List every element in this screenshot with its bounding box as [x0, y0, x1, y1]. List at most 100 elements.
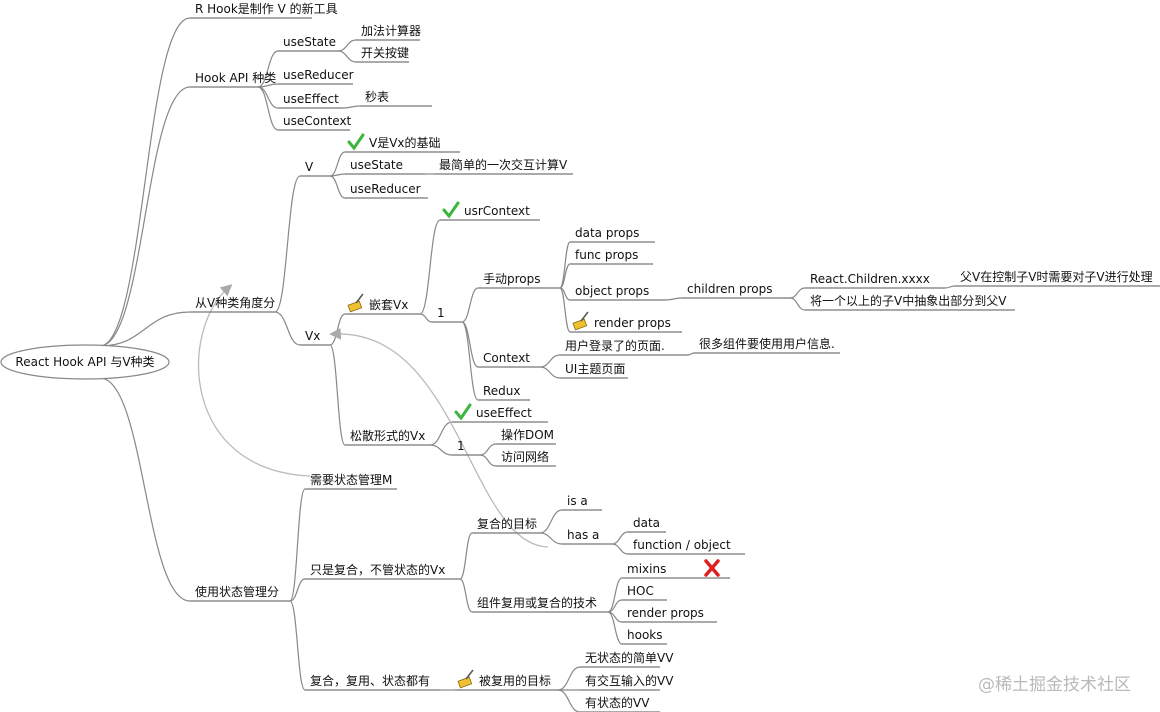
relationship-arrow-need-m: [197, 284, 311, 477]
node-hooks[interactable]: hooks: [622, 628, 667, 645]
node-interactive[interactable]: 有交互输入的VV: [580, 673, 674, 691]
connector: [274, 311, 301, 346]
node-n1[interactable]: R Hook是制作 V 的新工具: [190, 1, 338, 19]
node-vbase[interactable]: V是Vx的基础: [345, 133, 460, 153]
node-label: useState: [350, 158, 403, 172]
node-stateful[interactable]: 有状态的VV: [580, 695, 660, 712]
node-usr[interactable]: usrContext: [440, 201, 540, 221]
connector: [461, 321, 479, 401]
node-label: Hook API 种类: [195, 71, 276, 85]
connector: [257, 86, 279, 109]
node-vstate[interactable]: useState: [345, 158, 425, 175]
node-miaobiao[interactable]: 秒表: [360, 90, 432, 107]
node-label: 从V种类角度分: [195, 295, 275, 310]
node-label: usrContext: [464, 204, 530, 218]
node-label: 访问网络: [501, 449, 549, 464]
node-ueff2[interactable]: useEffect: [452, 403, 548, 423]
node-label: 有状态的VV: [585, 695, 650, 710]
node-many[interactable]: 很多组件要使用用户信息.: [694, 336, 840, 354]
node-label: 将一个以上的子V中抽象出部分到父V: [810, 293, 1007, 308]
root-node[interactable]: React Hook API 与V种类: [0, 344, 170, 380]
node-net[interactable]: 访问网络: [496, 449, 556, 467]
node-label: 无状态的简单VV: [585, 650, 674, 665]
brush-icon: [572, 311, 589, 331]
node-vx[interactable]: Vx: [300, 329, 330, 346]
node-funcprops[interactable]: func props: [570, 248, 653, 265]
node-one1[interactable]: 1: [432, 306, 462, 323]
node-stateless[interactable]: 无状态的简单VV: [580, 650, 674, 668]
node-v[interactable]: V: [300, 160, 330, 177]
connector: [274, 175, 301, 313]
node-all[interactable]: 复合，复用、状态都有: [305, 673, 440, 691]
node-childrenprops[interactable]: children props: [682, 282, 790, 299]
connector: [664, 297, 683, 301]
node-dataprops[interactable]: data props: [570, 226, 655, 243]
node-needm[interactable]: 需要状态管理M: [305, 472, 397, 490]
connector: [611, 531, 629, 545]
connector: [687, 352, 695, 356]
node-goal[interactable]: 复合的目标: [472, 516, 540, 534]
node-ureducer[interactable]: useReducer: [278, 68, 354, 85]
node-vreducer[interactable]: useReducer: [345, 182, 428, 199]
node-onlycomp[interactable]: 只是复合，不管状态的Vx: [305, 562, 460, 580]
connector: [329, 344, 346, 446]
node-rcx[interactable]: React.Children.xxxx: [805, 272, 945, 289]
node-fo[interactable]: function / object: [628, 538, 745, 555]
node-label: children props: [687, 282, 772, 296]
connector: [337, 39, 357, 52]
node-rp[interactable]: render props: [622, 606, 717, 623]
node-objprops[interactable]: object props: [570, 284, 665, 301]
node-mixins[interactable]: mixins: [622, 559, 730, 579]
connector: [99, 86, 191, 347]
connector: [559, 287, 571, 333]
node-loose[interactable]: 松散形式的Vx: [345, 428, 430, 446]
node-label: is a: [567, 494, 588, 508]
node-isa[interactable]: is a: [562, 494, 602, 511]
node-label: Vx: [305, 329, 320, 343]
connector: [99, 311, 191, 347]
node-login[interactable]: 用户登录了的页面.: [560, 338, 688, 356]
node-label: 松散形式的Vx: [350, 428, 425, 443]
check-icon: [347, 133, 365, 151]
node-hasa[interactable]: has a: [562, 528, 612, 545]
node-label: 很多组件要使用用户信息.: [699, 336, 835, 351]
node-tech[interactable]: 组件复用或复合的技术: [472, 595, 608, 613]
node-data[interactable]: data: [628, 516, 666, 533]
brush-icon: [347, 293, 364, 313]
node-one2[interactable]: 1: [452, 439, 480, 456]
node-reuse[interactable]: 被复用的目标: [455, 669, 558, 691]
node-dom[interactable]: 操作DOM: [496, 427, 556, 445]
node-label: 操作DOM: [501, 427, 554, 442]
node-ucontext[interactable]: useContext: [278, 114, 352, 131]
node-renderprops[interactable]: render props: [570, 311, 682, 333]
connector: [539, 509, 563, 534]
node-ustate[interactable]: useState: [278, 35, 338, 52]
connector: [459, 532, 473, 580]
node-nest[interactable]: 嵌套Vx: [345, 293, 420, 315]
node-ui[interactable]: UI主题页面: [560, 362, 628, 379]
node-label: 复合，复用、状态都有: [310, 673, 430, 688]
node-n4[interactable]: 使用状态管理分: [190, 584, 290, 602]
node-extract[interactable]: 将一个以上的子V中抽象出部分到父V: [805, 293, 1015, 311]
node-n3[interactable]: 从V种类角度分: [190, 295, 275, 313]
node-n2[interactable]: Hook API 种类: [190, 71, 276, 88]
connector: [559, 263, 571, 289]
connector: [607, 611, 623, 645]
node-fatherv[interactable]: 父V在控制子V时需要对子V进行处理: [955, 270, 1160, 287]
node-redux[interactable]: Redux: [478, 384, 530, 401]
node-kaiguan[interactable]: 开关按键: [356, 46, 409, 63]
node-jiafa[interactable]: 加法计算器: [356, 23, 421, 41]
node-hoc[interactable]: HOC: [622, 584, 667, 601]
node-context[interactable]: Context: [478, 351, 540, 368]
node-label: 使用状态管理分: [195, 584, 279, 599]
node-ueffect[interactable]: useEffect: [278, 92, 343, 109]
node-simplest[interactable]: 最简单的一次交互计算V: [434, 157, 573, 175]
connector: [461, 287, 479, 323]
cross-icon: [704, 559, 720, 577]
connector: [789, 287, 806, 299]
connector: [342, 105, 361, 109]
connector: [329, 313, 346, 346]
relationship-arrow-has-a: [329, 327, 549, 548]
node-manual[interactable]: 手动props: [478, 272, 560, 289]
connector: [789, 297, 806, 311]
